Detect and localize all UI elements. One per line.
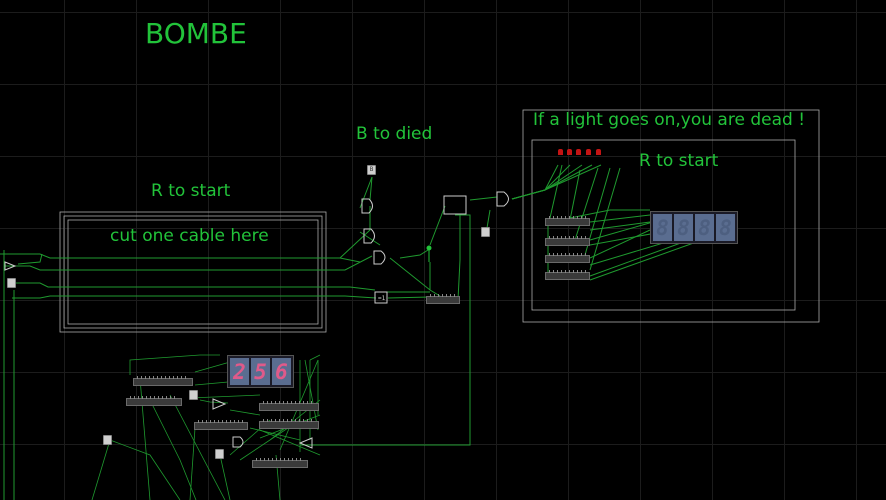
b-to-died-label: B to died [356, 124, 433, 144]
chip-right-4[interactable] [545, 270, 590, 280]
timer-digit-2: 5 [251, 358, 270, 385]
code-digit-4 [716, 214, 735, 241]
chip-lower-1[interactable] [133, 376, 193, 386]
chip-lower-2[interactable] [126, 396, 182, 406]
cables [0, 164, 731, 500]
b-key-button[interactable]: B [367, 165, 376, 175]
r-key-right-button[interactable] [481, 227, 490, 237]
cable-box [59, 211, 327, 333]
led-4 [586, 149, 591, 155]
green-probe-icon [426, 245, 432, 262]
r-key-left-button[interactable] [7, 278, 16, 288]
code-digit-3 [695, 214, 714, 241]
code-digit-2 [674, 214, 693, 241]
key-c-button[interactable] [215, 449, 224, 459]
key-a-button[interactable] [189, 390, 198, 400]
cut-cable-label: cut one cable here [110, 226, 269, 246]
logic-gates [4, 191, 509, 449]
r-to-start-right-label: R to start [639, 151, 719, 171]
chip-right-3[interactable] [545, 253, 590, 263]
chip-right-2[interactable] [545, 236, 590, 246]
chip-lower-5[interactable] [259, 419, 319, 429]
timer-digit-1: 2 [230, 358, 249, 385]
chip-right-1[interactable] [545, 216, 590, 226]
led-5 [596, 149, 601, 155]
warning-label: If a light goes on,you are dead ! [533, 110, 806, 130]
led-3 [576, 149, 581, 155]
page-title: BOMBE [145, 17, 247, 50]
chip-lower-4[interactable] [194, 420, 248, 430]
key-b-button[interactable] [103, 435, 112, 445]
alarm-box [522, 109, 820, 323]
r-to-start-label: R to start [151, 181, 231, 201]
timer-digit-3: 6 [272, 358, 291, 385]
code-digit-1 [653, 214, 672, 241]
chip-lower-6[interactable] [252, 458, 308, 468]
chip-lower-3[interactable] [259, 401, 319, 411]
led-2 [567, 149, 572, 155]
led-1 [558, 149, 563, 155]
chip-counter[interactable] [426, 294, 460, 304]
svg-text:=1: =1 [378, 295, 386, 302]
code-display [650, 211, 738, 244]
timer-display: 2 5 6 [227, 355, 294, 388]
